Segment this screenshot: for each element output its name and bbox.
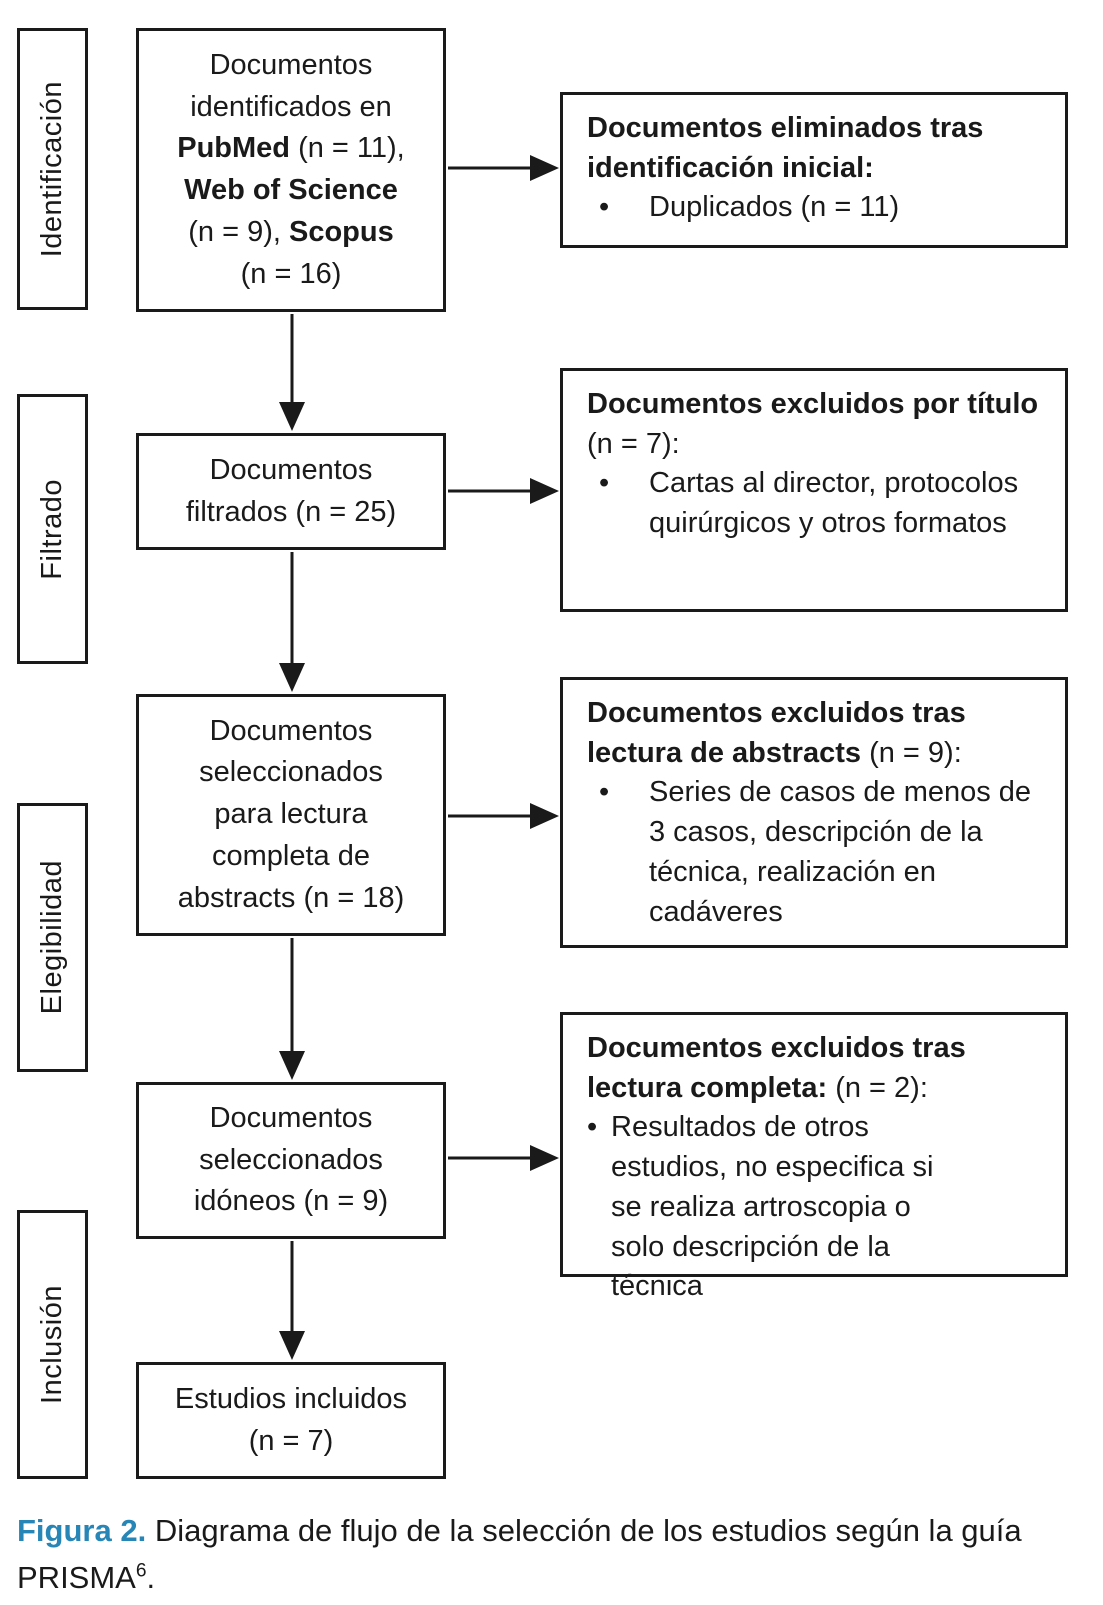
exclusion-box-excluidos-titulo: Documentos excluidos por título (n = 7):… bbox=[560, 368, 1068, 612]
arrow-screened-to-abstracts bbox=[279, 552, 305, 692]
text-segment: seleccionados bbox=[199, 756, 383, 789]
bullet-item: • Cartas al director, protocolos quirúrgi… bbox=[587, 464, 1047, 543]
bullet-text: Duplicados (n = 11) bbox=[649, 191, 900, 224]
text-line: (n = 16) bbox=[241, 254, 342, 296]
text-segment: Documentos excluidos por título bbox=[587, 388, 1039, 420]
text-line: abstracts (n = 18) bbox=[178, 878, 404, 920]
text-segment: Documentos bbox=[209, 714, 373, 747]
figure-caption-superscript: 6 bbox=[135, 1560, 147, 1582]
bullet-marker: • bbox=[599, 467, 610, 500]
arrow-eligible-to-excluidos-completa bbox=[448, 1145, 559, 1171]
text-segment: (n = 9), bbox=[188, 215, 289, 248]
bullet-marker: • bbox=[599, 191, 610, 224]
stage-box-filtrado: Filtrado bbox=[17, 394, 88, 664]
flow-box-seleccionados-abstracts: Documentos seleccionados para lectura compl… bbox=[136, 694, 446, 936]
flow-box-documentos-filtrados: Documentos filtrados (n = 25) bbox=[136, 433, 446, 550]
figure-caption-period: . bbox=[146, 1559, 156, 1595]
text-line: (n = 9), Scopus bbox=[188, 212, 394, 254]
exclusion-title: Documentos excluidos por título (n = 7): bbox=[587, 385, 1047, 464]
bullet-text: Series de casos de menos de 3 casos, des… bbox=[649, 776, 1032, 928]
text-segment: abstracts (n = 18) bbox=[177, 881, 405, 914]
text-line: Documentos bbox=[210, 45, 373, 87]
text-segment: Documentos excluidos tras lectura de abs… bbox=[587, 697, 966, 769]
text-line: seleccionados bbox=[199, 1140, 383, 1182]
stage-label-filtrado: Filtrado bbox=[36, 478, 68, 580]
text-line: seleccionados bbox=[199, 752, 383, 794]
text-segment: Estudios incluidos bbox=[174, 1382, 408, 1415]
text-line: Documentos bbox=[210, 450, 373, 492]
stage-box-elegibilidad: Elegibilidad bbox=[17, 803, 88, 1072]
text-line: Web of Science bbox=[184, 170, 398, 212]
arrow-identified-to-eliminados bbox=[448, 155, 559, 181]
text-segment: Scopus bbox=[289, 215, 394, 248]
exclusion-title: Documentos eliminados tras identificació… bbox=[587, 109, 1047, 188]
flow-box-seleccionados-idoneos: Documentos seleccionados idóneos (n = 9) bbox=[136, 1082, 446, 1239]
flow-box-documentos-identificados: Documentos identificados en PubMed (n = 11… bbox=[136, 28, 446, 312]
text-segment: identificados en bbox=[190, 90, 392, 123]
text-segment: (n = 2): bbox=[827, 1071, 928, 1104]
text-segment: filtrados (n = 25) bbox=[185, 495, 397, 528]
stage-box-inclusion: Inclusión bbox=[17, 1210, 88, 1479]
bullet-item: • Series de casos de menos de 3 casos, de… bbox=[587, 773, 1047, 932]
figure-caption-label: Figura 2. bbox=[17, 1513, 147, 1548]
text-line: para lectura bbox=[214, 794, 367, 836]
text-segment: Web of Science bbox=[184, 174, 398, 206]
bullet-item: • Resultados de otros estudios, no especi… bbox=[587, 1108, 1047, 1307]
text-line: idóneos (n = 9) bbox=[194, 1181, 388, 1223]
text-line: (n = 7) bbox=[249, 1421, 334, 1463]
exclusion-title: Documentos excluidos tras lectura de abs… bbox=[587, 694, 1047, 773]
bullet-marker: • bbox=[599, 776, 610, 809]
exclusion-box-excluidos-abstracts: Documentos excluidos tras lectura de abs… bbox=[560, 677, 1068, 948]
text-line: Documentos bbox=[210, 1098, 373, 1140]
bullet-text: Cartas al director, protocolos quirúrgic… bbox=[649, 467, 1019, 540]
text-segment: Documentos bbox=[209, 1101, 373, 1134]
text-segment: para lectura bbox=[214, 798, 368, 831]
arrow-screened-to-excluidos-titulo bbox=[448, 478, 559, 504]
exclusion-title: Documentos excluidos tras lectura comple… bbox=[587, 1029, 1047, 1108]
text-line: Estudios incluidos bbox=[175, 1379, 407, 1421]
text-segment: Documentos bbox=[209, 48, 373, 81]
text-segment: completa de bbox=[212, 839, 370, 872]
text-line: filtrados (n = 25) bbox=[186, 492, 396, 534]
text-segment: Documentos excluidos tras lectura comple… bbox=[587, 1032, 966, 1104]
flow-box-estudios-incluidos: Estudios incluidos (n = 7) bbox=[136, 1362, 446, 1479]
bullet-marker: • bbox=[587, 1111, 598, 1144]
figure-caption: Figura 2. Diagrama de flujo de la selecc… bbox=[17, 1508, 1027, 1601]
text-segment: (n = 7): bbox=[587, 427, 680, 460]
text-line: identificados en bbox=[190, 87, 392, 129]
text-segment: (n = 11), bbox=[290, 132, 405, 165]
text-segment: (n = 7) bbox=[248, 1424, 334, 1457]
bullet-text: Resultados de otros estudios, no especif… bbox=[611, 1111, 934, 1303]
arrow-identified-to-screened bbox=[279, 314, 305, 431]
stage-label-elegibilidad: Elegibilidad bbox=[36, 860, 68, 1015]
text-segment: (n = 9): bbox=[861, 736, 962, 769]
text-line: PubMed (n = 11), bbox=[177, 128, 405, 170]
figure-caption-text: Diagrama de flujo de la selección de los… bbox=[17, 1513, 1022, 1595]
bullet-item: • Duplicados (n = 11) bbox=[587, 188, 1047, 228]
text-segment: PubMed bbox=[177, 132, 291, 165]
stage-label-inclusion: Inclusión bbox=[36, 1285, 68, 1404]
exclusion-box-excluidos-lectura-completa: Documentos excluidos tras lectura comple… bbox=[560, 1012, 1068, 1302]
text-line: completa de bbox=[212, 836, 370, 878]
text-segment: idóneos (n = 9) bbox=[193, 1185, 389, 1218]
text-segment: (n = 16) bbox=[240, 257, 342, 290]
arrow-abstracts-to-excluidos-abstracts bbox=[448, 803, 559, 829]
exclusion-box-eliminados-inicial: Documentos eliminados tras identificació… bbox=[560, 92, 1068, 248]
text-line: Documentos bbox=[210, 711, 373, 753]
arrow-abstracts-to-eligible bbox=[279, 938, 305, 1080]
stage-label-identificacion: Identificación bbox=[36, 80, 68, 258]
arrow-eligible-to-included bbox=[279, 1241, 305, 1360]
text-segment: Documentos bbox=[209, 453, 373, 486]
text-segment: Documentos eliminados tras identificació… bbox=[587, 112, 984, 184]
stage-box-identificacion: Identificación bbox=[17, 28, 88, 310]
text-segment: seleccionados bbox=[199, 1143, 383, 1176]
